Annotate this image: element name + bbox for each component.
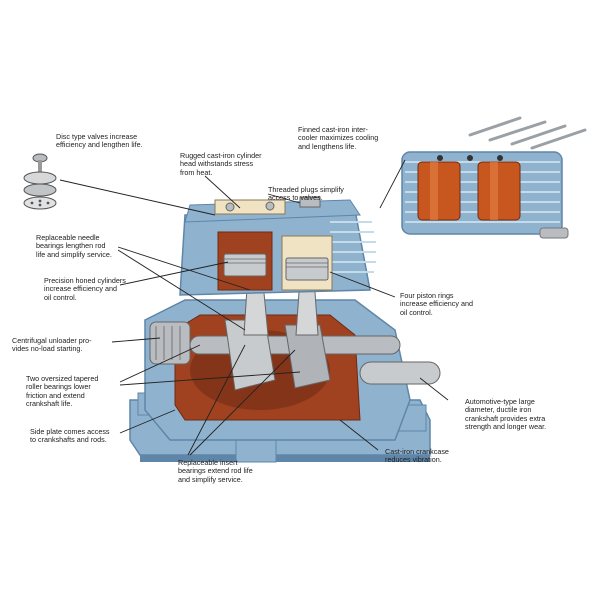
callout-threaded-plugs: Threaded plugs simplify access to valves… xyxy=(268,185,344,203)
callout-finned-intercooler: Finned cast-iron inter- cooler maximizes… xyxy=(298,125,379,151)
callout-crankshaft: Automotive-type large diameter, ductile … xyxy=(465,397,547,432)
callout-roller-bearings: Two oversized tapered roller bearings lo… xyxy=(26,374,99,409)
callout-cast-iron-head: Rugged cast-iron cylinder head withstand… xyxy=(180,151,262,177)
disc-valve-illustration xyxy=(23,153,57,210)
callout-piston-rings: Four piston rings increase efficiency an… xyxy=(400,291,473,317)
callout-cast-iron-crankcase: Cast-iron crankcase reduces vibration. xyxy=(385,447,449,465)
callout-insert-bearings: Replaceable insert bearings extend rod l… xyxy=(178,458,253,484)
callout-needle-bearings: Replaceable needle bearings lengthen rod… xyxy=(36,233,112,259)
leader-lines xyxy=(59,159,449,456)
intercooler-illustration xyxy=(401,116,587,239)
compressor-body xyxy=(129,196,441,463)
callout-disc-valves: Disc type valves increase efficiency and… xyxy=(56,132,143,150)
callout-honed-cylinders: Precision honed cylinders increase effic… xyxy=(44,276,126,302)
callout-centrifugal-unloader: Centrifugal unloader pro- vides no-load … xyxy=(12,336,92,354)
callout-side-plate: Side plate comes access to crankshafts a… xyxy=(30,427,110,445)
